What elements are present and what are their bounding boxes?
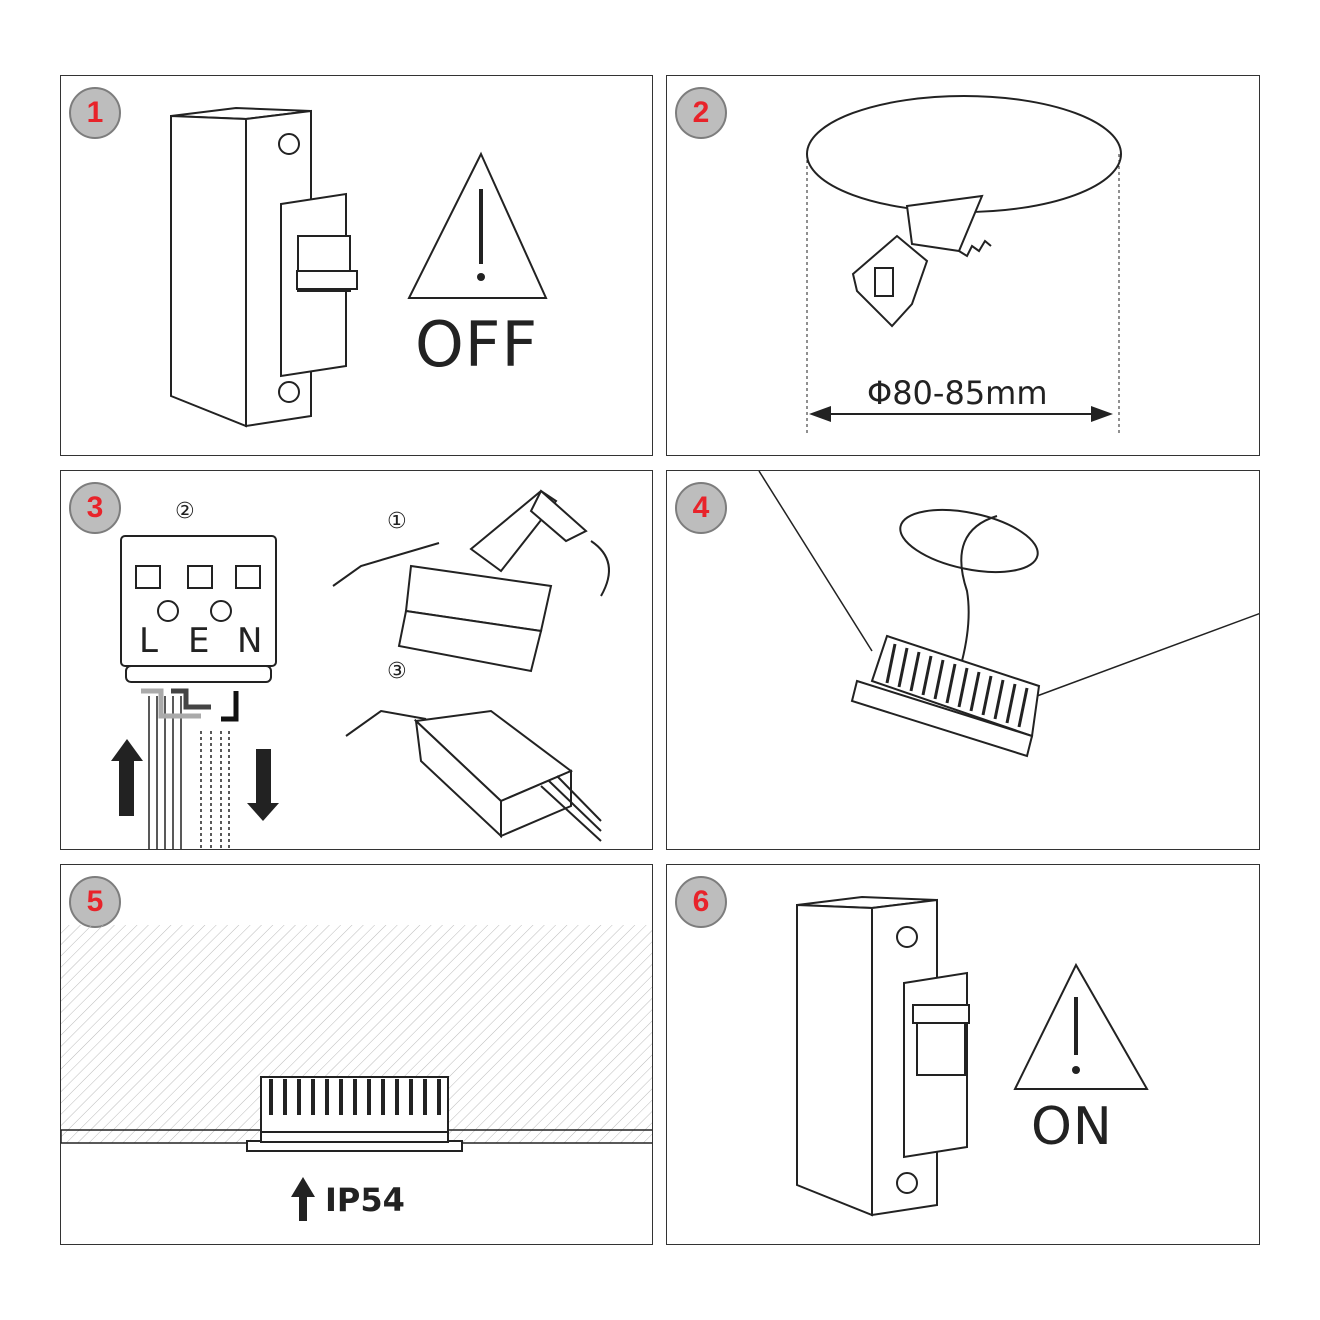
off-label: OFF <box>415 308 539 381</box>
step-badge: 2 <box>675 87 727 139</box>
step-3-panel: 3 ② ① ③ <box>60 470 653 850</box>
terminal-e-label: E <box>188 621 210 661</box>
downlight-icon <box>850 634 1041 758</box>
substep-3-label: ③ <box>387 659 407 684</box>
diameter-label: Φ80-85mm <box>867 374 1048 412</box>
cutout-diagram <box>806 95 1122 434</box>
warning-triangle-icon <box>407 151 548 299</box>
substep-1-label: ① <box>387 509 407 534</box>
circuit-breaker-icon <box>796 895 970 1217</box>
step-6-panel: 6 ON <box>666 864 1260 1245</box>
installed-light-diagram <box>61 925 652 1221</box>
ceiling-hole <box>806 95 1122 213</box>
closed-connector-icon <box>345 709 602 842</box>
saw-icon <box>851 194 992 328</box>
terminal-n-label: N <box>237 621 263 661</box>
substep-2-label: ② <box>175 499 195 524</box>
arrow-up-icon <box>111 739 143 816</box>
ip-rating-label: IP54 <box>325 1181 405 1219</box>
cable <box>960 515 998 662</box>
open-connector-icon <box>332 489 610 673</box>
terminal-l-label: L <box>139 621 158 661</box>
warning-triangle-icon <box>1013 962 1149 1090</box>
arrow-down-icon <box>247 749 279 821</box>
step-badge: 1 <box>69 87 121 139</box>
on-label: ON <box>1031 1097 1113 1157</box>
step-4-panel: 4 <box>666 470 1260 850</box>
step-1-panel: 1 OFF <box>60 75 653 456</box>
step-badge: 3 <box>69 482 121 534</box>
circuit-breaker-icon <box>170 106 358 428</box>
arrow-up-icon <box>291 1177 315 1221</box>
wires <box>141 688 239 849</box>
step-2-panel: 2 Φ80-85mm <box>666 75 1260 456</box>
wiring-connector-diagram <box>111 489 610 849</box>
step-badge: 5 <box>69 876 121 928</box>
ceiling-hole <box>899 508 1039 574</box>
insert-light-diagram <box>758 471 1259 758</box>
step-badge: 6 <box>675 876 727 928</box>
terminal-block-icon <box>120 535 277 683</box>
step-5-panel: 5 <box>60 864 653 1245</box>
downlight-icon <box>246 1076 463 1152</box>
step-badge: 4 <box>675 482 727 534</box>
